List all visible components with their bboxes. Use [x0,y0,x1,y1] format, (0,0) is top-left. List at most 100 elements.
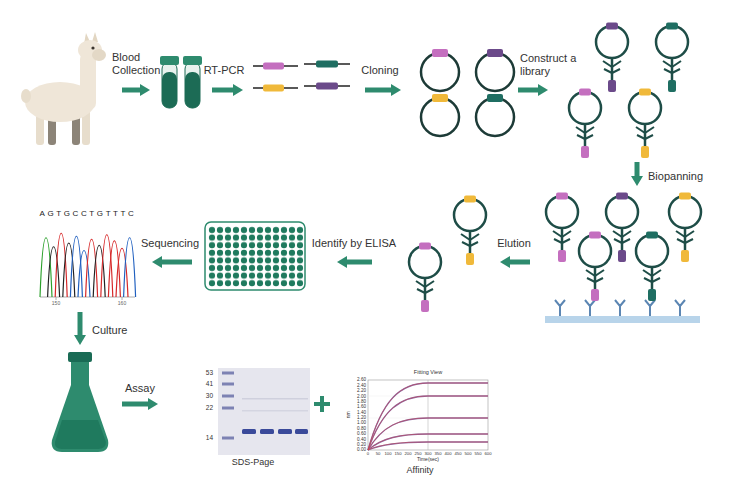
affinity-plot-part [368,396,488,450]
marker-size: 14 [206,434,213,441]
axis-title: Time(sec) [417,457,439,463]
axis-tick: 2.00 [357,394,366,399]
alpaca-figure-part [80,52,96,110]
step-label: Assay [125,382,155,395]
axis-tick: 0.20 [357,442,366,447]
plasmids [421,49,514,136]
process-arrows-part [365,88,393,93]
plasmids-part [421,53,459,91]
culture-flask-part [55,420,106,449]
blood-tubes-part [160,56,179,65]
affinity-plot-part [428,380,429,450]
axis-tick: 350 [435,452,442,457]
plasmids-part [432,94,448,102]
marker-size: 53 [206,369,213,376]
axis-tick: 160 [118,301,126,307]
process-arrows-part [635,162,640,178]
elisa-plate-part [205,222,305,290]
chromatogram-part [86,239,98,297]
step-label: Sequencing [141,237,199,250]
plasmids-part [476,98,514,136]
alpaca-figure-part [21,89,31,103]
process-arrows-part [518,88,540,93]
eluted-phages-part [409,243,441,313]
blood-tubes-part [183,56,202,65]
sds-page-gel-part [222,372,234,375]
sds-page-gel-part [295,429,308,434]
axis-tick: 0.80 [357,426,366,431]
biopanning-scene-part [546,193,578,263]
phage-library-part [596,23,628,93]
elisa-plate-part [208,226,304,287]
axis-tick: 300 [425,452,432,457]
chromatogram-part [56,297,57,300]
blood-tubes-part [185,62,200,108]
sds-page-gel-part [242,398,308,400]
affinity-plot-part [368,383,488,450]
chromatogram [40,233,136,300]
blood-tubes-part [185,72,200,108]
culture-flask-part [68,352,92,362]
sds-page-gel-part [218,368,310,455]
process-arrows [80,90,637,404]
blood-tubes [160,56,202,108]
axis-title: nm [345,412,351,419]
step-label: Cloning [361,64,398,77]
sds-page-gel-part [222,437,234,440]
sds-page-gel-part [278,429,292,434]
plasmids-part [476,53,514,91]
phage-library-part [656,23,688,93]
phage-library-part [569,89,601,159]
sds-page-gel-part [222,395,234,398]
affinity-plot-part [368,442,488,450]
process-arrows-part [508,260,530,265]
dna-fragments-part [316,61,338,68]
axis-tick: 200 [405,452,412,457]
biopanning-scene [545,193,701,324]
axis-tick: 2.40 [357,383,366,388]
biopanning-scene-part [669,193,701,263]
axis-tick: 0 [367,452,369,457]
axis-tick: 0.00 [357,447,366,452]
plasmids-part [487,94,503,102]
axis-tick: 1.00 [357,420,366,425]
affinity-plot-part [368,434,488,450]
biopanning-scene-part [555,300,685,316]
panel-caption: SDS-Page [232,457,275,467]
biopanning-scene-part [636,232,668,302]
phage-library-part [629,89,661,159]
chromatogram-part [122,297,123,300]
axis-tick: 1.40 [357,410,366,415]
biopanning-scene-part [579,232,611,302]
eluted-phages [409,196,486,313]
alpaca-figure-part [92,49,106,61]
marker-size: 22 [206,404,213,411]
marker-size: 30 [206,392,213,399]
process-arrows-part [122,402,150,407]
axis-tick: 2.20 [357,388,366,393]
axis-tick: 50 [376,452,381,457]
eluted-phages-part [454,196,486,266]
blood-tubes-part [162,62,177,108]
affinity-plot [368,380,488,450]
culture-flask-part [71,361,89,387]
axis-tick: 2.60 [357,377,366,382]
dna-fragments [253,61,350,92]
process-arrows-part [160,260,192,265]
plasmids-part [432,49,448,57]
chromatogram-part [124,238,136,297]
sds-page-gel-part [222,407,234,410]
axis-tick: 600 [485,452,492,457]
plasmids-part [487,49,503,57]
sds-page-gel-part [242,410,308,412]
chart-title: Fitting View [414,369,442,375]
process-arrows-part [78,312,83,337]
alpaca-figure [21,32,106,145]
affinity-plot-part [368,434,488,450]
affinity-plot-part [368,383,488,450]
step-label: Elution [497,237,531,250]
sequence-text: AGTGCCTGTTTC [40,209,137,218]
panel-caption: Affinity [407,465,434,475]
axis-tick: 0.60 [357,431,366,436]
